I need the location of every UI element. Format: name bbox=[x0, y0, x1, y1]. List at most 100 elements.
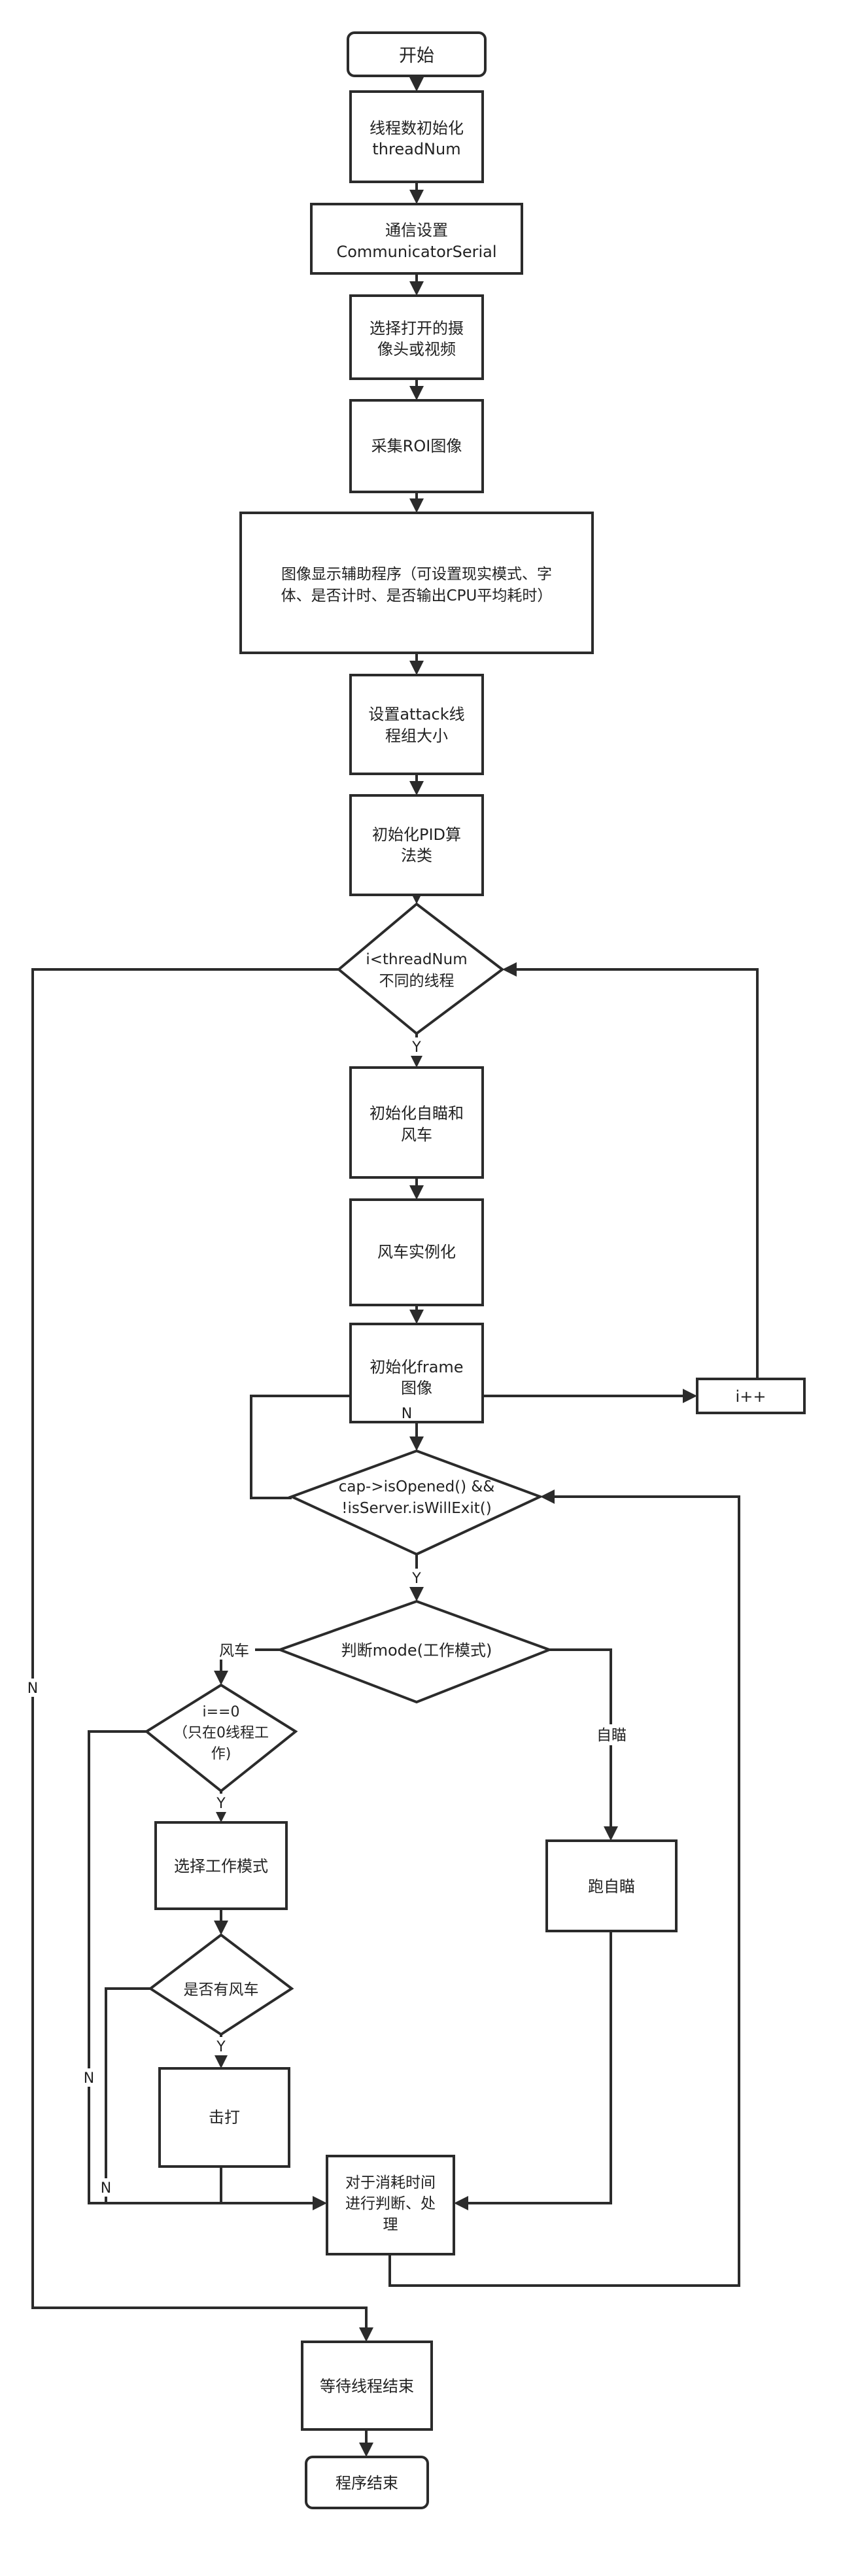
arrowhead bbox=[409, 190, 424, 204]
arrowhead bbox=[409, 386, 424, 400]
iinc-label: i++ bbox=[736, 1387, 766, 1406]
cap-label-2: !isServer.isWillExit() bbox=[341, 1500, 492, 1517]
wait-end-label: 等待线程结束 bbox=[320, 2377, 414, 2395]
arrowhead bbox=[683, 1389, 697, 1403]
arrowhead bbox=[313, 2196, 327, 2210]
loop-label-1: i<threadNum bbox=[366, 951, 467, 968]
init-thread-node: 线程数初始化 threadNum bbox=[349, 90, 484, 183]
display-node: 图像显示辅助程序（可设置现实模式、字 体、是否计时、是否输出CPU平均耗时） bbox=[239, 512, 594, 654]
arrowhead bbox=[540, 1489, 555, 1504]
attack-node: 设置attack线 程组大小 bbox=[349, 674, 484, 775]
display-label-2: 体、是否计时、是否输出CPU平均耗时） bbox=[281, 587, 553, 604]
has-windmill-decision: 是否有风车 bbox=[148, 1933, 294, 2036]
i0-label-1: i==0 bbox=[203, 1704, 240, 1720]
mode-label: 判断mode(工作模式) bbox=[341, 1641, 492, 1660]
arrowhead bbox=[359, 2327, 373, 2342]
wait-end-node: 等待线程结束 bbox=[301, 2341, 433, 2431]
init-thread-label-2: threadNum bbox=[372, 140, 460, 158]
select-cam-node: 选择打开的摄 像头或视频 bbox=[349, 294, 484, 380]
select-mode-node: 选择工作模式 bbox=[154, 1821, 288, 1910]
start-node: 开始 bbox=[347, 31, 487, 77]
init-aim-node: 初始化自瞄和 风车 bbox=[349, 1066, 484, 1179]
loop-decision: i<threadNum 不同的线程 bbox=[336, 902, 505, 1036]
time-check-label-2: 进行判断、处 bbox=[345, 2195, 436, 2212]
edge-i0-no bbox=[88, 1730, 314, 2204]
init-frame-label-1: 初始化frame bbox=[370, 1358, 463, 1376]
edge-label-y4: Y bbox=[216, 2039, 226, 2055]
edge-label-n-windmill: N bbox=[101, 2180, 111, 2197]
arrowheads bbox=[214, 77, 697, 2457]
edge-label-y2: Y bbox=[411, 1571, 421, 1587]
arrowhead bbox=[409, 1587, 424, 1601]
arrowhead bbox=[409, 781, 424, 795]
init-thread-label-1: 线程数初始化 bbox=[370, 119, 464, 137]
init-frame-label-2: 图像 bbox=[401, 1379, 432, 1397]
arrowhead bbox=[359, 2443, 373, 2457]
edge-loop-exit bbox=[31, 968, 368, 2334]
arrowhead bbox=[214, 1671, 228, 1685]
edge-iinc-loop bbox=[509, 968, 759, 1396]
edge-label-windmill-branch: 风车 bbox=[219, 1643, 249, 1660]
comm-label-1: 通信设置 bbox=[385, 221, 448, 239]
init-aim-label-1: 初始化自瞄和 bbox=[370, 1104, 464, 1123]
comm-label-2: CommunicatorSerial bbox=[336, 243, 496, 261]
time-check-node: 对于消耗时间 进行判断、处 理 bbox=[326, 2155, 455, 2255]
comm-node: 通信设置 CommunicatorSerial bbox=[310, 203, 523, 275]
arrowhead bbox=[214, 2054, 228, 2068]
windmill-inst-label: 风车实例化 bbox=[377, 1243, 456, 1261]
edge-aim-time bbox=[466, 1931, 612, 2204]
i0-label-2: （只在0线程工 bbox=[173, 1725, 269, 1741]
cap-decision: cap->isOpened() && !isServer.isWillExit(… bbox=[288, 1449, 544, 1556]
arrowhead bbox=[604, 1826, 618, 1841]
run-aim-node: 跑自瞄 bbox=[545, 1839, 678, 1932]
init-aim-label-2: 风车 bbox=[401, 1126, 432, 1144]
attack-label-1: 设置attack线 bbox=[368, 705, 464, 723]
init-frame-node: 初始化frame 图像 bbox=[349, 1323, 484, 1423]
pid-label-2: 法类 bbox=[401, 846, 432, 865]
mode-decision: 判断mode(工作模式) bbox=[276, 1599, 553, 1704]
select-cam-label-1: 选择打开的摄 bbox=[370, 319, 464, 338]
attack-label-2: 程组大小 bbox=[385, 727, 448, 745]
select-cam-label-2: 像头或视频 bbox=[377, 340, 456, 358]
arrowhead bbox=[409, 1185, 424, 1200]
edge-label-y1: Y bbox=[411, 1039, 421, 1056]
iinc-node: i++ bbox=[696, 1378, 806, 1414]
edge-labels: Y Y Y Y N N N N 风车 自瞄 bbox=[25, 1037, 628, 2197]
display-label-1: 图像显示辅助程序（可设置现实模式、字 bbox=[281, 566, 552, 583]
cap-label-1: cap->isOpened() && bbox=[339, 1478, 495, 1495]
loop-label-2: 不同的线程 bbox=[379, 973, 455, 990]
pid-label-1: 初始化PID算 bbox=[372, 826, 461, 844]
arrowhead bbox=[409, 77, 424, 92]
end-label: 程序结束 bbox=[335, 2474, 398, 2492]
edge-label-n-loop-exit: N bbox=[27, 1680, 38, 1697]
edge-mode-aim bbox=[549, 1648, 612, 1833]
windmill-inst-node: 风车实例化 bbox=[349, 1198, 484, 1306]
i0-decision: i==0 （只在0线程工 作) bbox=[144, 1683, 298, 1793]
time-check-label-3: 理 bbox=[383, 2216, 398, 2233]
roi-label: 采集ROI图像 bbox=[371, 437, 462, 455]
edge-label-n-i0: N bbox=[84, 2070, 94, 2087]
arrowhead bbox=[409, 1436, 424, 1451]
arrowhead bbox=[409, 498, 424, 513]
arrowhead bbox=[454, 2196, 468, 2210]
edge-time-cap bbox=[388, 1495, 740, 2287]
time-check-label-1: 对于消耗时间 bbox=[345, 2174, 436, 2191]
arrowhead bbox=[214, 1921, 228, 1935]
arrowhead bbox=[409, 1310, 424, 1324]
end-node: 程序结束 bbox=[305, 2456, 429, 2509]
edge-haswind-no bbox=[105, 1987, 150, 2203]
arrowhead bbox=[502, 962, 517, 977]
edge-label-n-cap: N bbox=[402, 1406, 412, 1422]
arrowhead bbox=[409, 1053, 424, 1068]
roi-node: 采集ROI图像 bbox=[349, 399, 484, 493]
run-aim-label: 跑自瞄 bbox=[588, 1877, 635, 1896]
edge-label-y3: Y bbox=[216, 1796, 226, 1812]
pid-node: 初始化PID算 法类 bbox=[349, 794, 484, 896]
has-windmill-label: 是否有风车 bbox=[184, 1981, 259, 1998]
hit-node: 击打 bbox=[158, 2067, 290, 2168]
i0-label-3: 作) bbox=[211, 1746, 232, 1762]
edge-label-aim-branch: 自瞄 bbox=[596, 1727, 627, 1744]
arrowhead bbox=[409, 661, 424, 675]
